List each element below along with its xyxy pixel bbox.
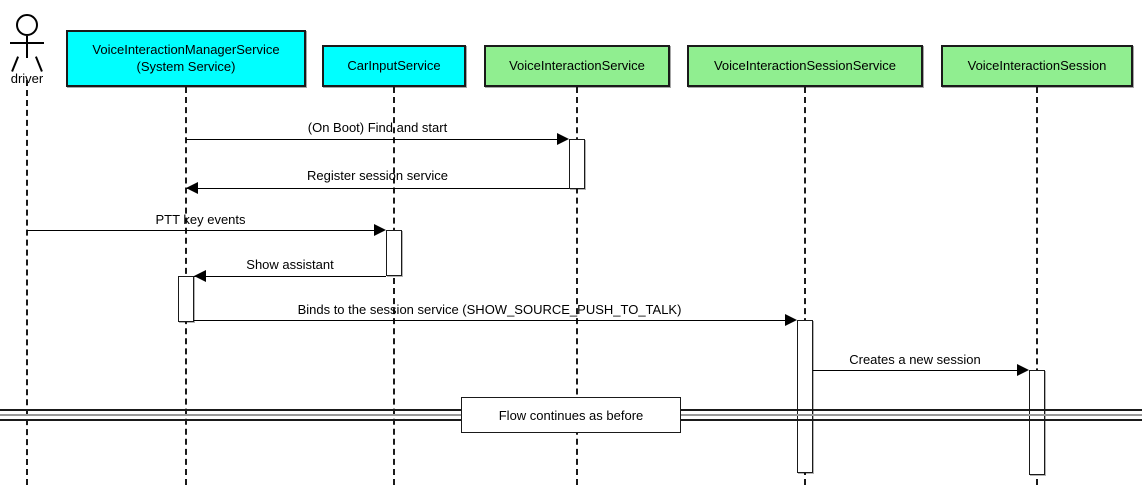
message-line-ptt-key-events bbox=[27, 230, 374, 231]
participant-label-vis: VoiceInteractionService bbox=[509, 57, 645, 73]
message-arrowhead-on-boot-find-and-start bbox=[557, 133, 569, 145]
message-line-show-assistant bbox=[194, 276, 386, 277]
message-label-on-boot-find-and-start: (On Boot) Find and start bbox=[307, 120, 448, 135]
activation-bar-vis bbox=[569, 139, 585, 189]
participant-label-viss: VoiceInteractionSessionService bbox=[713, 57, 897, 73]
participant-label-carinput: CarInputService bbox=[347, 57, 441, 73]
actor-arms-icon bbox=[10, 42, 44, 44]
divider-label-text: Flow continues as before bbox=[498, 407, 644, 423]
participant-label-vims-line1: VoiceInteractionManagerService bbox=[92, 42, 280, 58]
message-arrowhead-ptt-key-events bbox=[374, 224, 386, 236]
participant-box-visession[interactable]: VoiceInteractionSession bbox=[941, 45, 1133, 87]
lifeline-viss bbox=[804, 87, 806, 485]
message-line-creates-a-new-session bbox=[813, 370, 1017, 371]
message-label-register-session-service: Register session service bbox=[307, 168, 448, 183]
message-label-binds-to-the-session-service: Binds to the session service (SHOW_SOURC… bbox=[297, 302, 682, 317]
actor-head-icon bbox=[16, 14, 38, 36]
participant-box-vis[interactable]: VoiceInteractionService bbox=[484, 45, 670, 87]
message-line-on-boot-find-and-start bbox=[186, 139, 557, 140]
activation-bar-carinput bbox=[386, 230, 402, 276]
message-arrowhead-show-assistant bbox=[194, 270, 206, 282]
message-arrowhead-creates-a-new-session bbox=[1017, 364, 1029, 376]
actor-leg-left-icon bbox=[11, 56, 19, 72]
lifeline-visession bbox=[1036, 87, 1038, 485]
activation-bar-visession bbox=[1029, 370, 1045, 475]
message-line-register-session-service bbox=[186, 188, 569, 189]
participant-label-visession: VoiceInteractionSession bbox=[967, 57, 1107, 73]
message-label-ptt-key-events: PTT key events bbox=[155, 212, 246, 227]
participant-box-vims[interactable]: VoiceInteractionManagerService (System S… bbox=[66, 30, 306, 87]
actor-leg-right-icon bbox=[35, 56, 43, 72]
activation-bar-vims bbox=[178, 276, 194, 322]
message-label-creates-a-new-session: Creates a new session bbox=[849, 352, 981, 367]
participant-box-viss[interactable]: VoiceInteractionSessionService bbox=[687, 45, 923, 87]
lifeline-driver bbox=[26, 80, 28, 485]
message-arrowhead-binds-to-the-session-service bbox=[785, 314, 797, 326]
message-label-show-assistant: Show assistant bbox=[246, 257, 334, 272]
divider-label-box: Flow continues as before bbox=[461, 397, 681, 433]
participant-label-vims-line2: (System Service) bbox=[136, 58, 236, 74]
lifeline-vis bbox=[576, 87, 578, 485]
actor-label-driver: driver bbox=[10, 71, 44, 86]
activation-bar-viss bbox=[797, 320, 813, 473]
participant-box-carinput[interactable]: CarInputService bbox=[322, 45, 466, 87]
lifeline-carinput bbox=[393, 87, 395, 485]
actor-body-icon bbox=[26, 36, 28, 58]
message-line-binds-to-the-session-service bbox=[194, 320, 785, 321]
message-arrowhead-register-session-service bbox=[186, 182, 198, 194]
